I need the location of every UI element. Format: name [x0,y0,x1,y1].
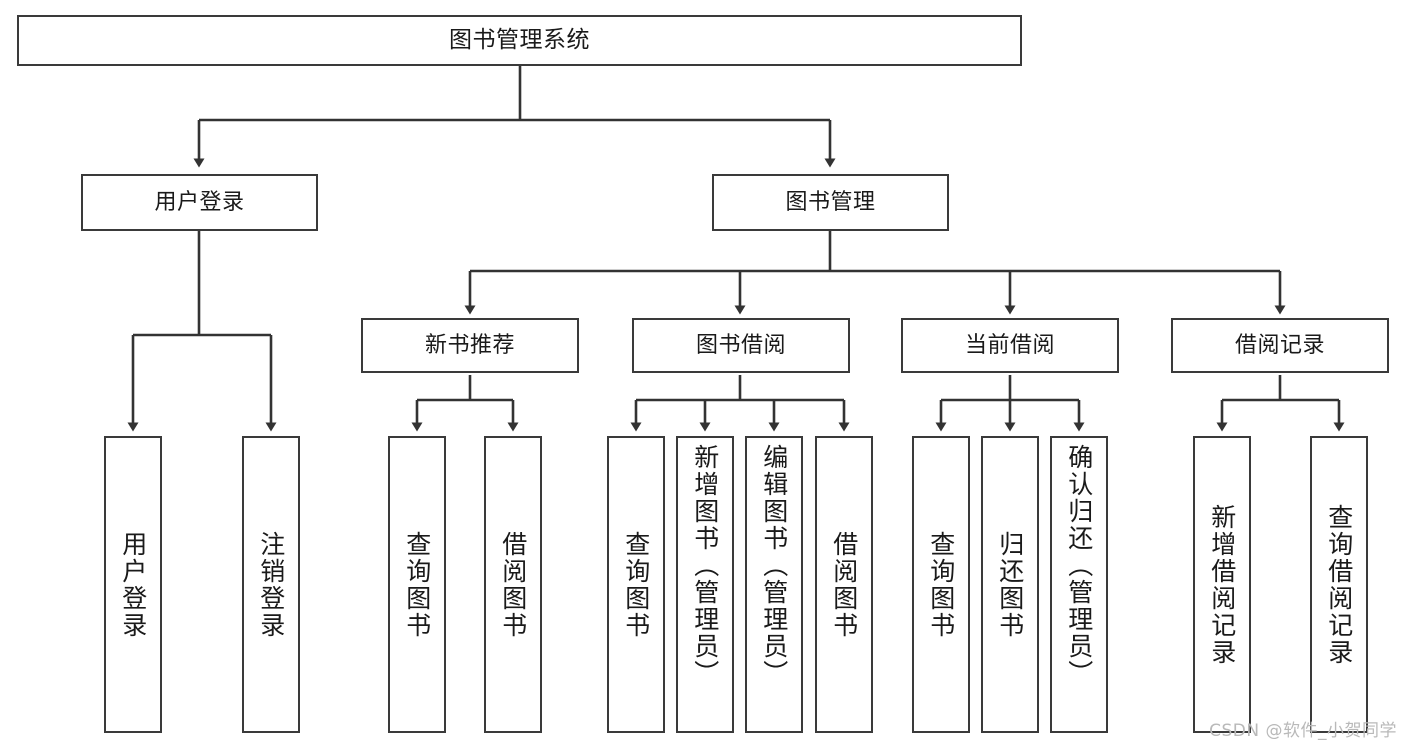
node-borrow-record[interactable]: 借阅记录 [1171,318,1389,373]
leaf-query-book-current-label: 查询图书 [926,530,956,639]
leaf-query-borrow-record-label: 查询借阅记录 [1324,503,1354,666]
leaf-query-book-newbook[interactable]: 查询图书 [388,436,446,733]
leaf-add-borrow-record[interactable]: 新增借阅记录 [1193,436,1251,733]
leaf-query-borrow-record[interactable]: 查询借阅记录 [1310,436,1368,733]
leaf-borrow-book-borrow-label: 借阅图书 [829,530,859,639]
leaf-user-login[interactable]: 用户登录 [104,436,162,733]
leaf-query-book-borrow[interactable]: 查询图书 [607,436,665,733]
node-book-borrow[interactable]: 图书借阅 [632,318,850,373]
node-book-management[interactable]: 图书管理 [712,174,949,231]
leaf-add-book-admin[interactable]: 新增图书（管理员） [676,436,734,733]
leaf-edit-book-admin[interactable]: 编辑图书（管理员） [745,436,803,733]
leaf-confirm-return-admin-label: 确认归还（管理员） [1064,444,1094,687]
csdn-watermark: CSDN @软件_小贺同学 [1209,721,1397,741]
node-book-management-label: 图书管理 [785,189,876,215]
node-new-book-recommend[interactable]: 新书推荐 [361,318,579,373]
leaf-add-book-admin-label: 新增图书（管理员） [690,444,720,687]
leaf-borrow-book-borrow[interactable]: 借阅图书 [815,436,873,733]
leaf-logout[interactable]: 注销登录 [242,436,300,733]
leaf-user-login-label: 用户登录 [118,530,148,639]
leaf-return-book-label: 归还图书 [995,530,1025,639]
leaf-confirm-return-admin[interactable]: 确认归还（管理员） [1050,436,1108,733]
leaf-query-book-newbook-label: 查询图书 [402,530,432,639]
node-current-borrow-label: 当前借阅 [964,332,1055,358]
node-root[interactable]: 图书管理系统 [17,15,1022,66]
node-root-label: 图书管理系统 [449,27,590,54]
leaf-borrow-book-newbook[interactable]: 借阅图书 [484,436,542,733]
leaf-return-book[interactable]: 归还图书 [981,436,1039,733]
node-borrow-record-label: 借阅记录 [1234,332,1325,358]
node-new-book-recommend-label: 新书推荐 [424,332,515,358]
leaf-borrow-book-newbook-label: 借阅图书 [498,530,528,639]
node-user-login[interactable]: 用户登录 [81,174,318,231]
node-user-login-label: 用户登录 [154,189,245,215]
node-current-borrow[interactable]: 当前借阅 [901,318,1119,373]
leaf-logout-label: 注销登录 [256,530,286,639]
node-book-borrow-label: 图书借阅 [695,332,786,358]
leaf-query-book-borrow-label: 查询图书 [621,530,651,639]
leaf-add-borrow-record-label: 新增借阅记录 [1207,503,1237,666]
leaf-edit-book-admin-label: 编辑图书（管理员） [759,444,789,687]
leaf-query-book-current[interactable]: 查询图书 [912,436,970,733]
